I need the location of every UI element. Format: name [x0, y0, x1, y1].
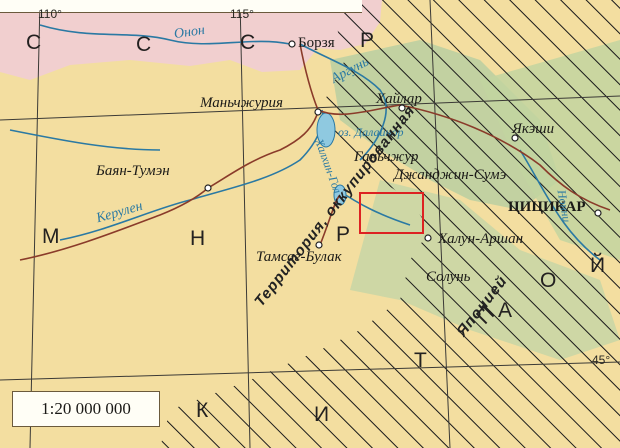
city-yakshi: Якэши — [512, 121, 555, 137]
letter-r2: Р — [336, 223, 351, 246]
city-dzhandzhin-sume: Джанджин-Сумэ — [394, 167, 507, 183]
lon-115-label: 115° — [230, 7, 254, 21]
city-manchzhuriya: Маньчжурия — [200, 95, 284, 111]
scale-box: 1:20 000 000 — [12, 391, 160, 427]
letter-k: К — [196, 399, 209, 422]
ussr-territory — [0, 0, 382, 80]
lat-45-label: 45° — [592, 353, 611, 367]
letter-ii: Й — [590, 254, 606, 277]
occupied-territory-hatching — [160, 0, 620, 448]
rivers — [9, 24, 601, 261]
lon-110-label: 110° — [38, 7, 62, 21]
letter-a: А — [498, 299, 513, 322]
letter-s1: С — [26, 31, 42, 54]
top-frame-bar — [0, 0, 362, 13]
city-dots — [204, 40, 602, 249]
city-bayan-tumen: Баян-Тумэн — [96, 163, 170, 179]
city-khaluun-arshan: Халун-Аршан — [438, 231, 524, 247]
letter-s3: С — [240, 31, 256, 54]
railways — [19, 43, 611, 261]
city-tsitsikar: ЦИЦИКАР — [508, 199, 586, 215]
scale-text: 1:20 000 000 — [41, 399, 131, 418]
letter-i: И — [314, 403, 330, 426]
city-gankhuzhur: Ганьчжур — [354, 149, 419, 165]
letter-m: М — [42, 225, 60, 248]
letter-r1: Р — [360, 29, 375, 52]
battle-area-marker — [359, 192, 424, 234]
city-hailar: Хайлар — [376, 91, 422, 107]
letter-t: Т — [414, 349, 427, 372]
letter-o: О — [540, 269, 557, 292]
city-solun: Солунь — [426, 269, 471, 285]
city-tamsag-bulak: Тамсаг-Булак — [256, 249, 342, 265]
lake-dalainor-label: оз. Далайнор — [338, 125, 404, 139]
letter-n: Н — [190, 227, 206, 250]
letter-s2: С — [136, 33, 152, 56]
city-borzya: Борзя — [298, 35, 335, 51]
